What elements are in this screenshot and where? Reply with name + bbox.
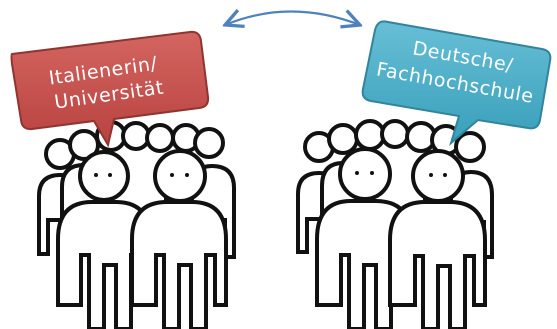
- double-headed-arrow: [225, 12, 360, 26]
- person-eye: [170, 173, 174, 177]
- person-eye: [94, 173, 98, 177]
- person-head: [153, 149, 207, 203]
- left-back-heads: [44, 120, 225, 170]
- left-person-2: [130, 149, 228, 329]
- person-eye: [429, 173, 433, 177]
- person-eye: [185, 173, 189, 177]
- person-eye: [355, 171, 359, 175]
- right-back-heads: [303, 119, 486, 163]
- person-body: [130, 200, 228, 329]
- person-eye: [108, 173, 112, 177]
- left-person-1: [56, 150, 152, 329]
- person-head: [78, 150, 130, 202]
- right-crowd: [296, 119, 494, 329]
- person-body: [388, 200, 487, 329]
- right-speech-bubble: Deutsche/ Fachhochschule: [361, 20, 552, 146]
- person-eye: [370, 171, 374, 175]
- person-head: [338, 147, 392, 201]
- right-person-1: [315, 147, 413, 329]
- left-speech-bubble: Italienerin/ Universität: [10, 30, 210, 148]
- person-head: [411, 149, 465, 203]
- person-eye: [443, 173, 447, 177]
- left-crowd: [37, 120, 236, 329]
- right-person-2: [388, 149, 487, 329]
